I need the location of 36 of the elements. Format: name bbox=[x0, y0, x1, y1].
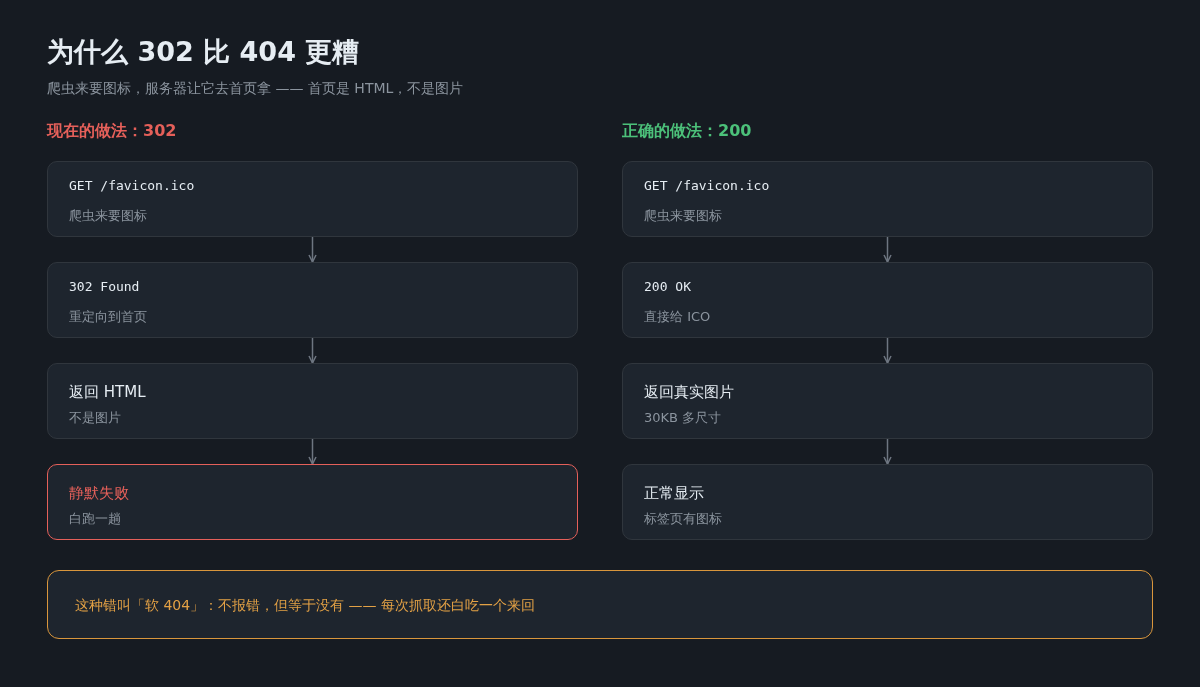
process-box bbox=[47, 363, 578, 439]
arrow bbox=[308, 337, 317, 364]
column-heading: 正确的做法：200 bbox=[622, 120, 752, 142]
column-heading: 现在的做法：302 bbox=[47, 120, 177, 142]
arrow bbox=[883, 337, 892, 364]
arrow bbox=[883, 438, 892, 465]
arrow bbox=[308, 438, 317, 465]
note-text: 这种错叫「软 404」：不报错，但等于没有 —— 每次抓取还白吃一个来回 bbox=[75, 595, 536, 615]
process-box bbox=[622, 464, 1153, 540]
step-title: 返回真实图片 bbox=[644, 382, 734, 403]
step-title: 302 Found bbox=[69, 278, 140, 296]
arrow bbox=[883, 236, 892, 263]
step-description: 直接给 ICO bbox=[644, 308, 711, 326]
step-description: 不是图片 bbox=[69, 409, 121, 427]
process-box bbox=[47, 161, 578, 237]
step-title: 静默失败 bbox=[69, 483, 129, 504]
step-description: 爬虫来要图标 bbox=[69, 207, 147, 225]
subtitle: 爬虫来要图标，服务器让它去首页拿 —— 首页是 HTML，不是图片 bbox=[47, 79, 464, 98]
step-title: GET /favicon.ico bbox=[69, 177, 195, 195]
step-title: 返回 HTML bbox=[69, 382, 146, 403]
process-box bbox=[622, 161, 1153, 237]
process-box bbox=[622, 262, 1153, 338]
step-title: 正常显示 bbox=[644, 483, 704, 504]
step-description: 重定向到首页 bbox=[69, 308, 147, 326]
step-description: 白跑一趟 bbox=[69, 510, 121, 528]
title: 为什么 302 比 404 更糟 bbox=[47, 35, 360, 69]
step-description: 标签页有图标 bbox=[644, 510, 722, 528]
process-box bbox=[47, 262, 578, 338]
note-box bbox=[47, 570, 1153, 639]
failure-box bbox=[47, 464, 578, 540]
step-description: 爬虫来要图标 bbox=[644, 207, 722, 225]
step-title: 200 OK bbox=[644, 278, 691, 296]
step-description: 30KB 多尺寸 bbox=[644, 409, 722, 427]
arrow bbox=[308, 236, 317, 263]
step-title: GET /favicon.ico bbox=[644, 177, 770, 195]
process-box bbox=[622, 363, 1153, 439]
